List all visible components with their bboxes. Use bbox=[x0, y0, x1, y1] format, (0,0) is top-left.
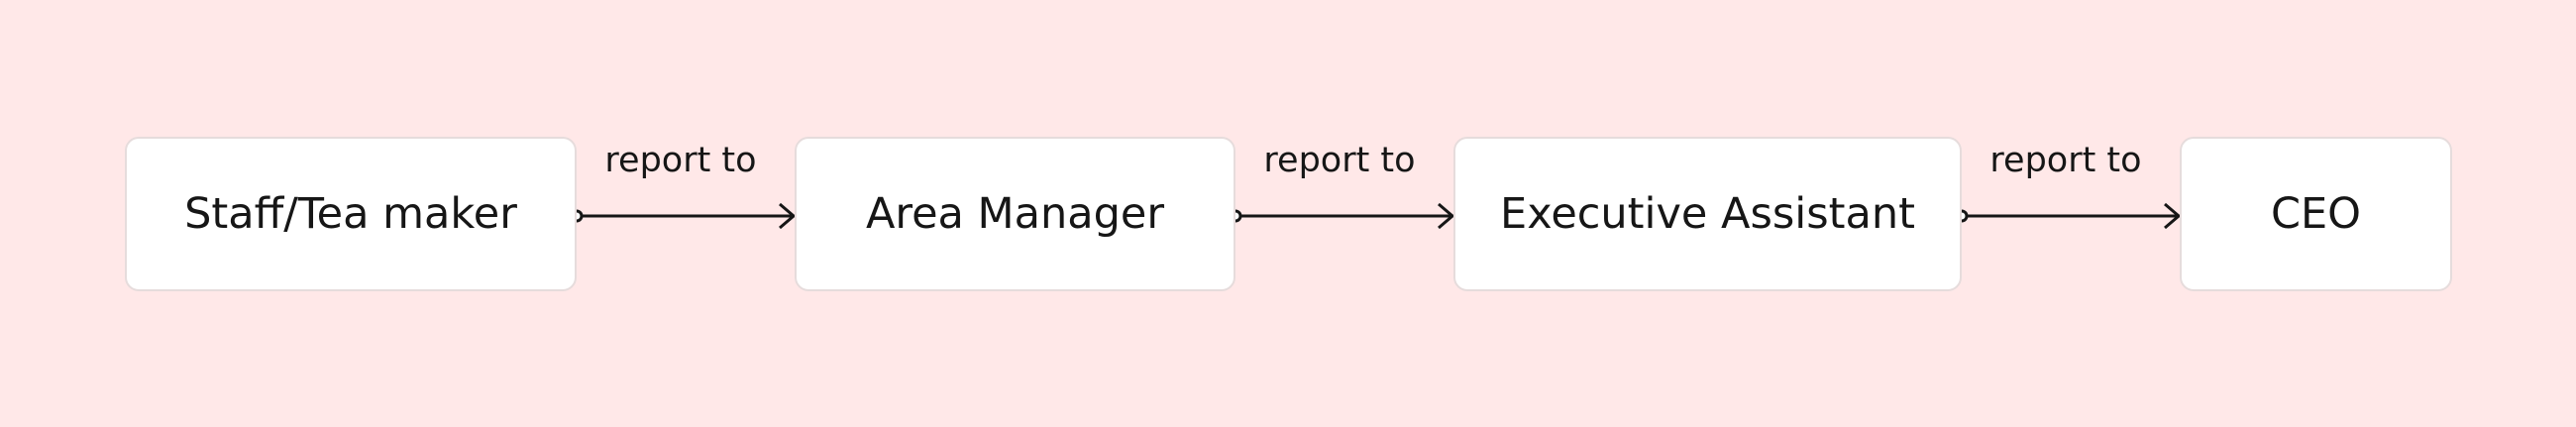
arrowhead-icon bbox=[1438, 202, 1455, 230]
node-area-manager: Area Manager bbox=[795, 137, 1235, 291]
connector-executive-assistant-to-ceo bbox=[1955, 202, 2182, 230]
node-ceo: CEO bbox=[2180, 137, 2452, 291]
arrowhead-icon bbox=[779, 202, 797, 230]
arrowhead-icon bbox=[2164, 202, 2182, 230]
node-staff-tea-maker: Staff/Tea maker bbox=[125, 137, 577, 291]
connector-area-manager-to-executive-assistant bbox=[1229, 202, 1455, 230]
connector-staff-to-area-manager bbox=[570, 202, 797, 230]
node-executive-assistant: Executive Assistant bbox=[1453, 137, 1962, 291]
edge-label-executive-assistant-to-ceo: report to bbox=[1989, 141, 2142, 180]
edge-label-staff-to-area-manager: report to bbox=[604, 141, 757, 180]
edge-label-area-manager-to-executive-assistant: report to bbox=[1263, 141, 1416, 180]
